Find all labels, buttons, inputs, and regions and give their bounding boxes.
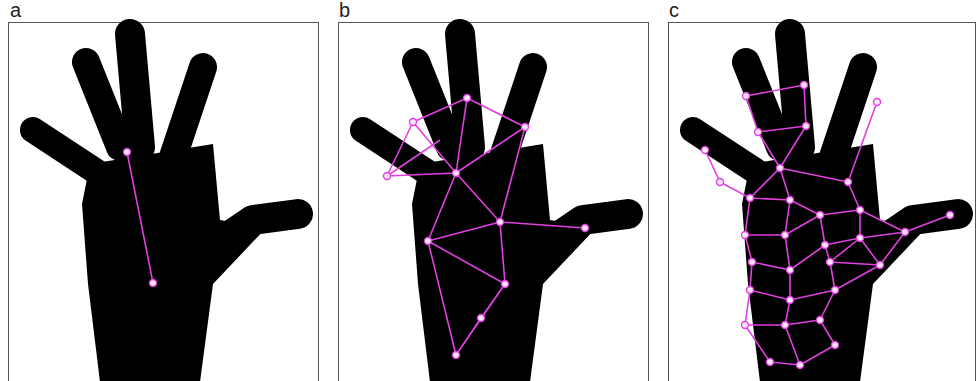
hand-silhouette (33, 34, 298, 381)
panel-frame (9, 23, 319, 381)
graph-vertices (124, 82, 954, 369)
panel-frame (669, 23, 976, 381)
panel-letter: a (10, 0, 21, 20)
panel-frame (339, 23, 649, 381)
graph-edges (127, 85, 950, 365)
panel-letter: c (669, 0, 679, 20)
hand-silhouette (693, 34, 958, 381)
hand-silhouette (363, 34, 628, 381)
panel-letter: b (339, 0, 350, 20)
